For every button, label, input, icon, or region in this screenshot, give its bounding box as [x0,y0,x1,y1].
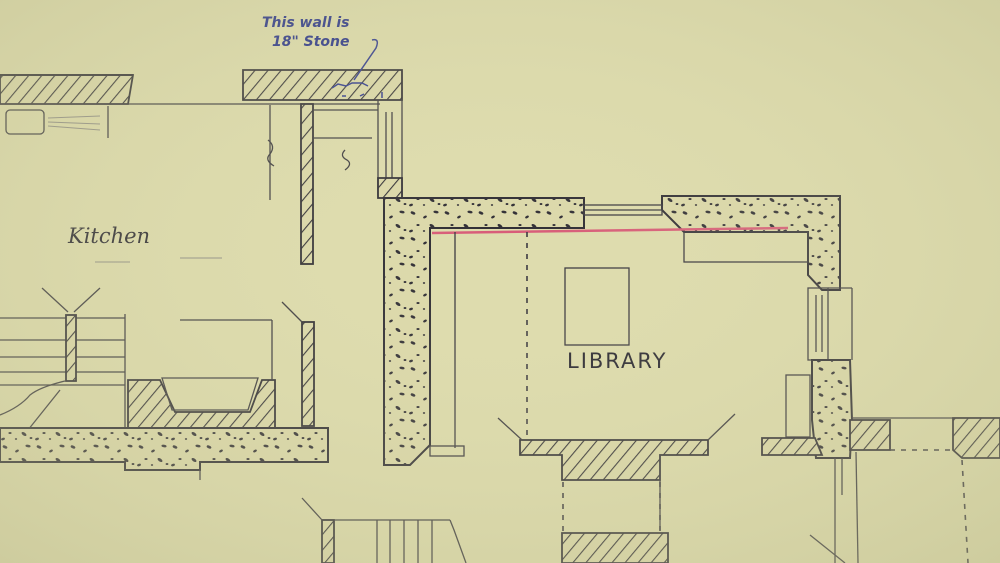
photo-vignette [0,0,1000,563]
floor-plan-drawing: Kitchen [0,0,1000,563]
